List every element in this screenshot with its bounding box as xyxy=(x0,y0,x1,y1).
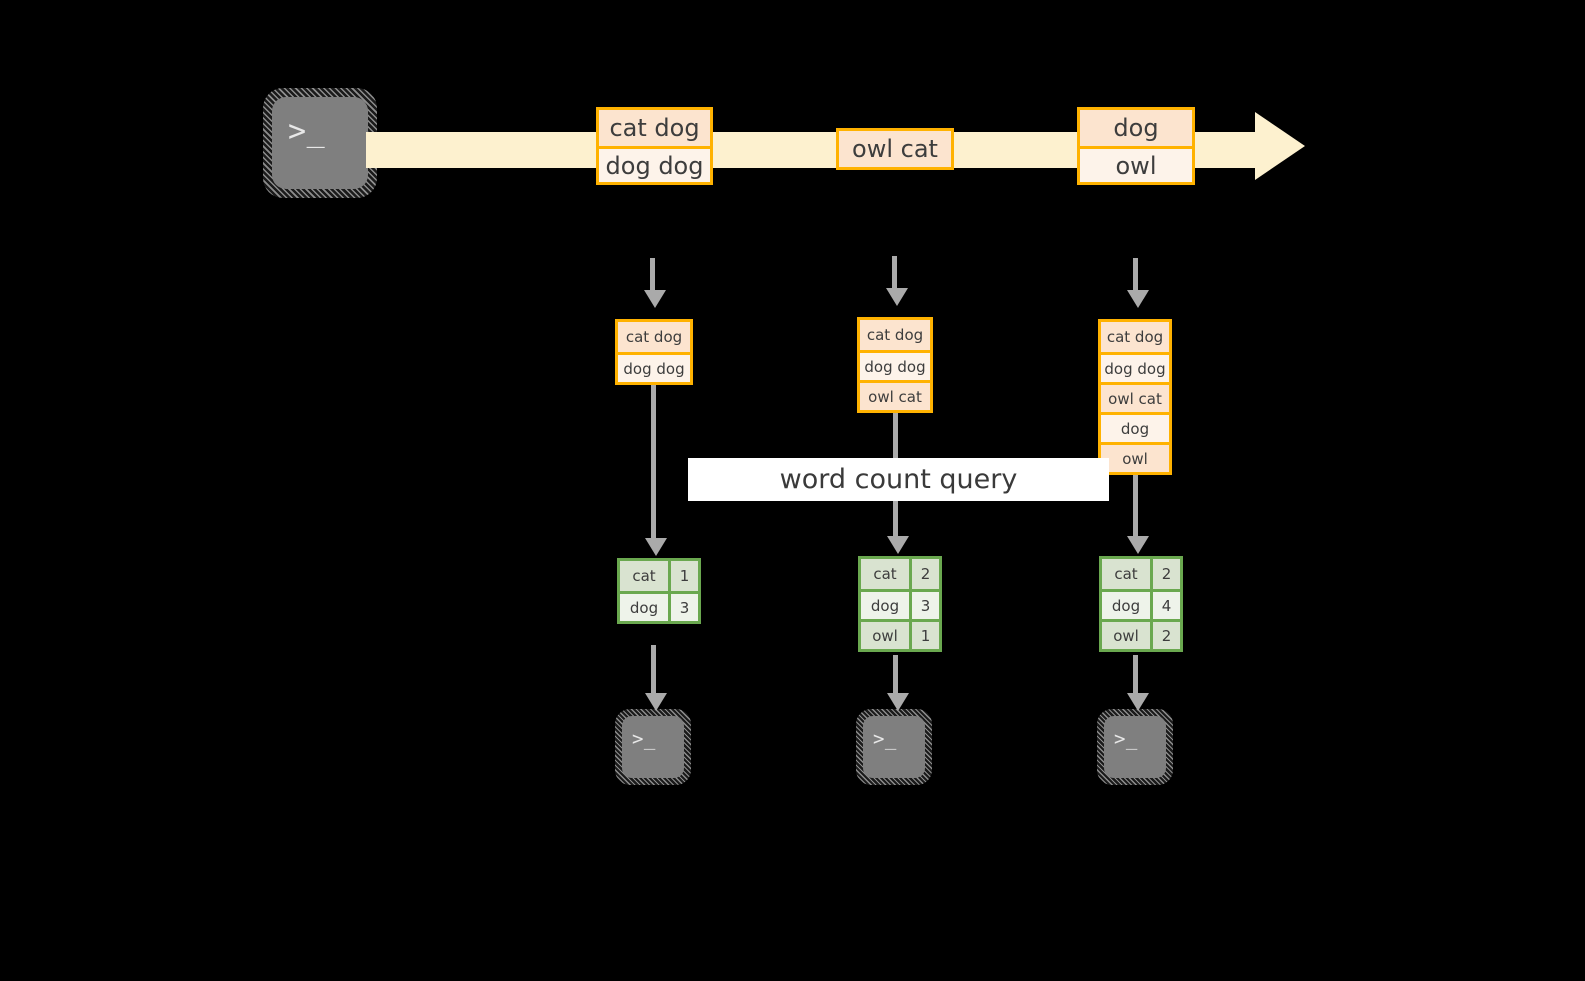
stream-to-stack-connector-2 xyxy=(892,256,897,288)
query-label-text: word count query xyxy=(779,464,1018,495)
terminal-prompt-glyph: >_ xyxy=(288,114,326,149)
accumulated-record-line: dog dog xyxy=(618,352,690,382)
accumulated-record-line: dog xyxy=(1101,412,1169,442)
source-terminal-icon: >_ xyxy=(263,88,377,198)
accumulated-record-line: cat dog xyxy=(618,322,690,352)
result-word: owl xyxy=(872,626,898,645)
stream-record-line: dog dog xyxy=(599,146,710,182)
result-row: dog 3 xyxy=(861,589,939,619)
result-word: dog xyxy=(1111,596,1141,615)
result-to-sink-connector-1 xyxy=(651,645,656,695)
stack-to-result-arrowhead-2 xyxy=(887,536,909,554)
result-to-sink-connector-2 xyxy=(893,655,898,695)
accumulated-record-line: cat dog xyxy=(1101,322,1169,352)
sink-terminal-icon-3: >_ xyxy=(1097,709,1173,785)
result-word: cat xyxy=(632,567,656,585)
accumulated-record-line: owl xyxy=(1101,442,1169,472)
result-count: 2 xyxy=(909,559,939,589)
result-count: 2 xyxy=(1150,559,1180,589)
stream-record-line: dog xyxy=(1080,110,1192,146)
result-row: cat 1 xyxy=(620,561,698,591)
terminal-prompt-glyph: >_ xyxy=(632,728,656,750)
result-count: 1 xyxy=(909,622,939,649)
accumulated-record-line: dog dog xyxy=(860,350,930,380)
stream-to-stack-arrowhead-3 xyxy=(1127,290,1149,308)
result-word: cat xyxy=(873,565,897,583)
stream-record-line: owl xyxy=(1080,146,1192,182)
stream-record-group-1: cat dog dog dog xyxy=(596,107,713,185)
result-to-sink-arrowhead-3 xyxy=(1127,693,1149,711)
result-count: 3 xyxy=(668,594,698,621)
result-row: dog 4 xyxy=(1102,589,1180,619)
result-to-sink-connector-3 xyxy=(1133,655,1138,695)
result-row: owl 1 xyxy=(861,619,939,649)
word-count-result-1: cat 1 dog 3 xyxy=(617,558,701,624)
sink-terminal-icon-1: >_ xyxy=(615,709,691,785)
accumulated-record-line: cat dog xyxy=(860,320,930,350)
result-count: 1 xyxy=(668,561,698,591)
result-count: 3 xyxy=(909,592,939,619)
terminal-face xyxy=(272,97,368,189)
result-row: cat 2 xyxy=(1102,559,1180,589)
stream-record-group-3: dog owl xyxy=(1077,107,1195,185)
accumulated-records-3: cat dog dog dog owl cat dog owl xyxy=(1098,319,1172,475)
stream-to-stack-connector-3 xyxy=(1133,258,1138,290)
result-count: 4 xyxy=(1150,592,1180,619)
terminal-prompt-glyph: >_ xyxy=(873,728,897,750)
result-to-sink-arrowhead-2 xyxy=(887,693,909,711)
stream-to-stack-arrowhead-1 xyxy=(644,290,666,308)
terminal-face xyxy=(863,716,925,778)
terminal-face xyxy=(622,716,684,778)
stream-record-group-2: owl cat xyxy=(836,128,954,170)
accumulated-records-1: cat dog dog dog xyxy=(615,319,693,385)
word-count-result-2: cat 2 dog 3 owl 1 xyxy=(858,556,942,652)
stream-record-line: owl cat xyxy=(839,131,951,167)
result-count: 2 xyxy=(1150,622,1180,649)
result-word: cat xyxy=(1114,565,1138,583)
result-word: owl xyxy=(1113,626,1139,645)
result-row: owl 2 xyxy=(1102,619,1180,649)
accumulated-records-2: cat dog dog dog owl cat xyxy=(857,317,933,413)
accumulated-record-line: owl cat xyxy=(860,380,930,410)
result-row: dog 3 xyxy=(620,591,698,621)
result-to-sink-arrowhead-1 xyxy=(645,693,667,711)
query-label-banner: word count query xyxy=(688,458,1109,501)
result-row: cat 2 xyxy=(861,559,939,589)
terminal-prompt-glyph: >_ xyxy=(1114,728,1138,750)
stack-to-result-arrowhead-1 xyxy=(645,538,667,556)
result-word: dog xyxy=(629,598,659,617)
stack-to-result-arrowhead-3 xyxy=(1127,536,1149,554)
stack-to-result-connector-1 xyxy=(651,385,656,540)
stream-record-line: cat dog xyxy=(599,110,710,146)
stack-to-result-connector-3 xyxy=(1133,473,1138,540)
stream-to-stack-connector-1 xyxy=(650,258,655,290)
terminal-face xyxy=(1104,716,1166,778)
stream-arrow-head xyxy=(1255,112,1305,180)
accumulated-record-line: owl cat xyxy=(1101,382,1169,412)
sink-terminal-icon-2: >_ xyxy=(856,709,932,785)
stream-to-stack-arrowhead-2 xyxy=(886,288,908,306)
accumulated-record-line: dog dog xyxy=(1101,352,1169,382)
result-word: dog xyxy=(870,596,900,615)
word-count-result-3: cat 2 dog 4 owl 2 xyxy=(1099,556,1183,652)
